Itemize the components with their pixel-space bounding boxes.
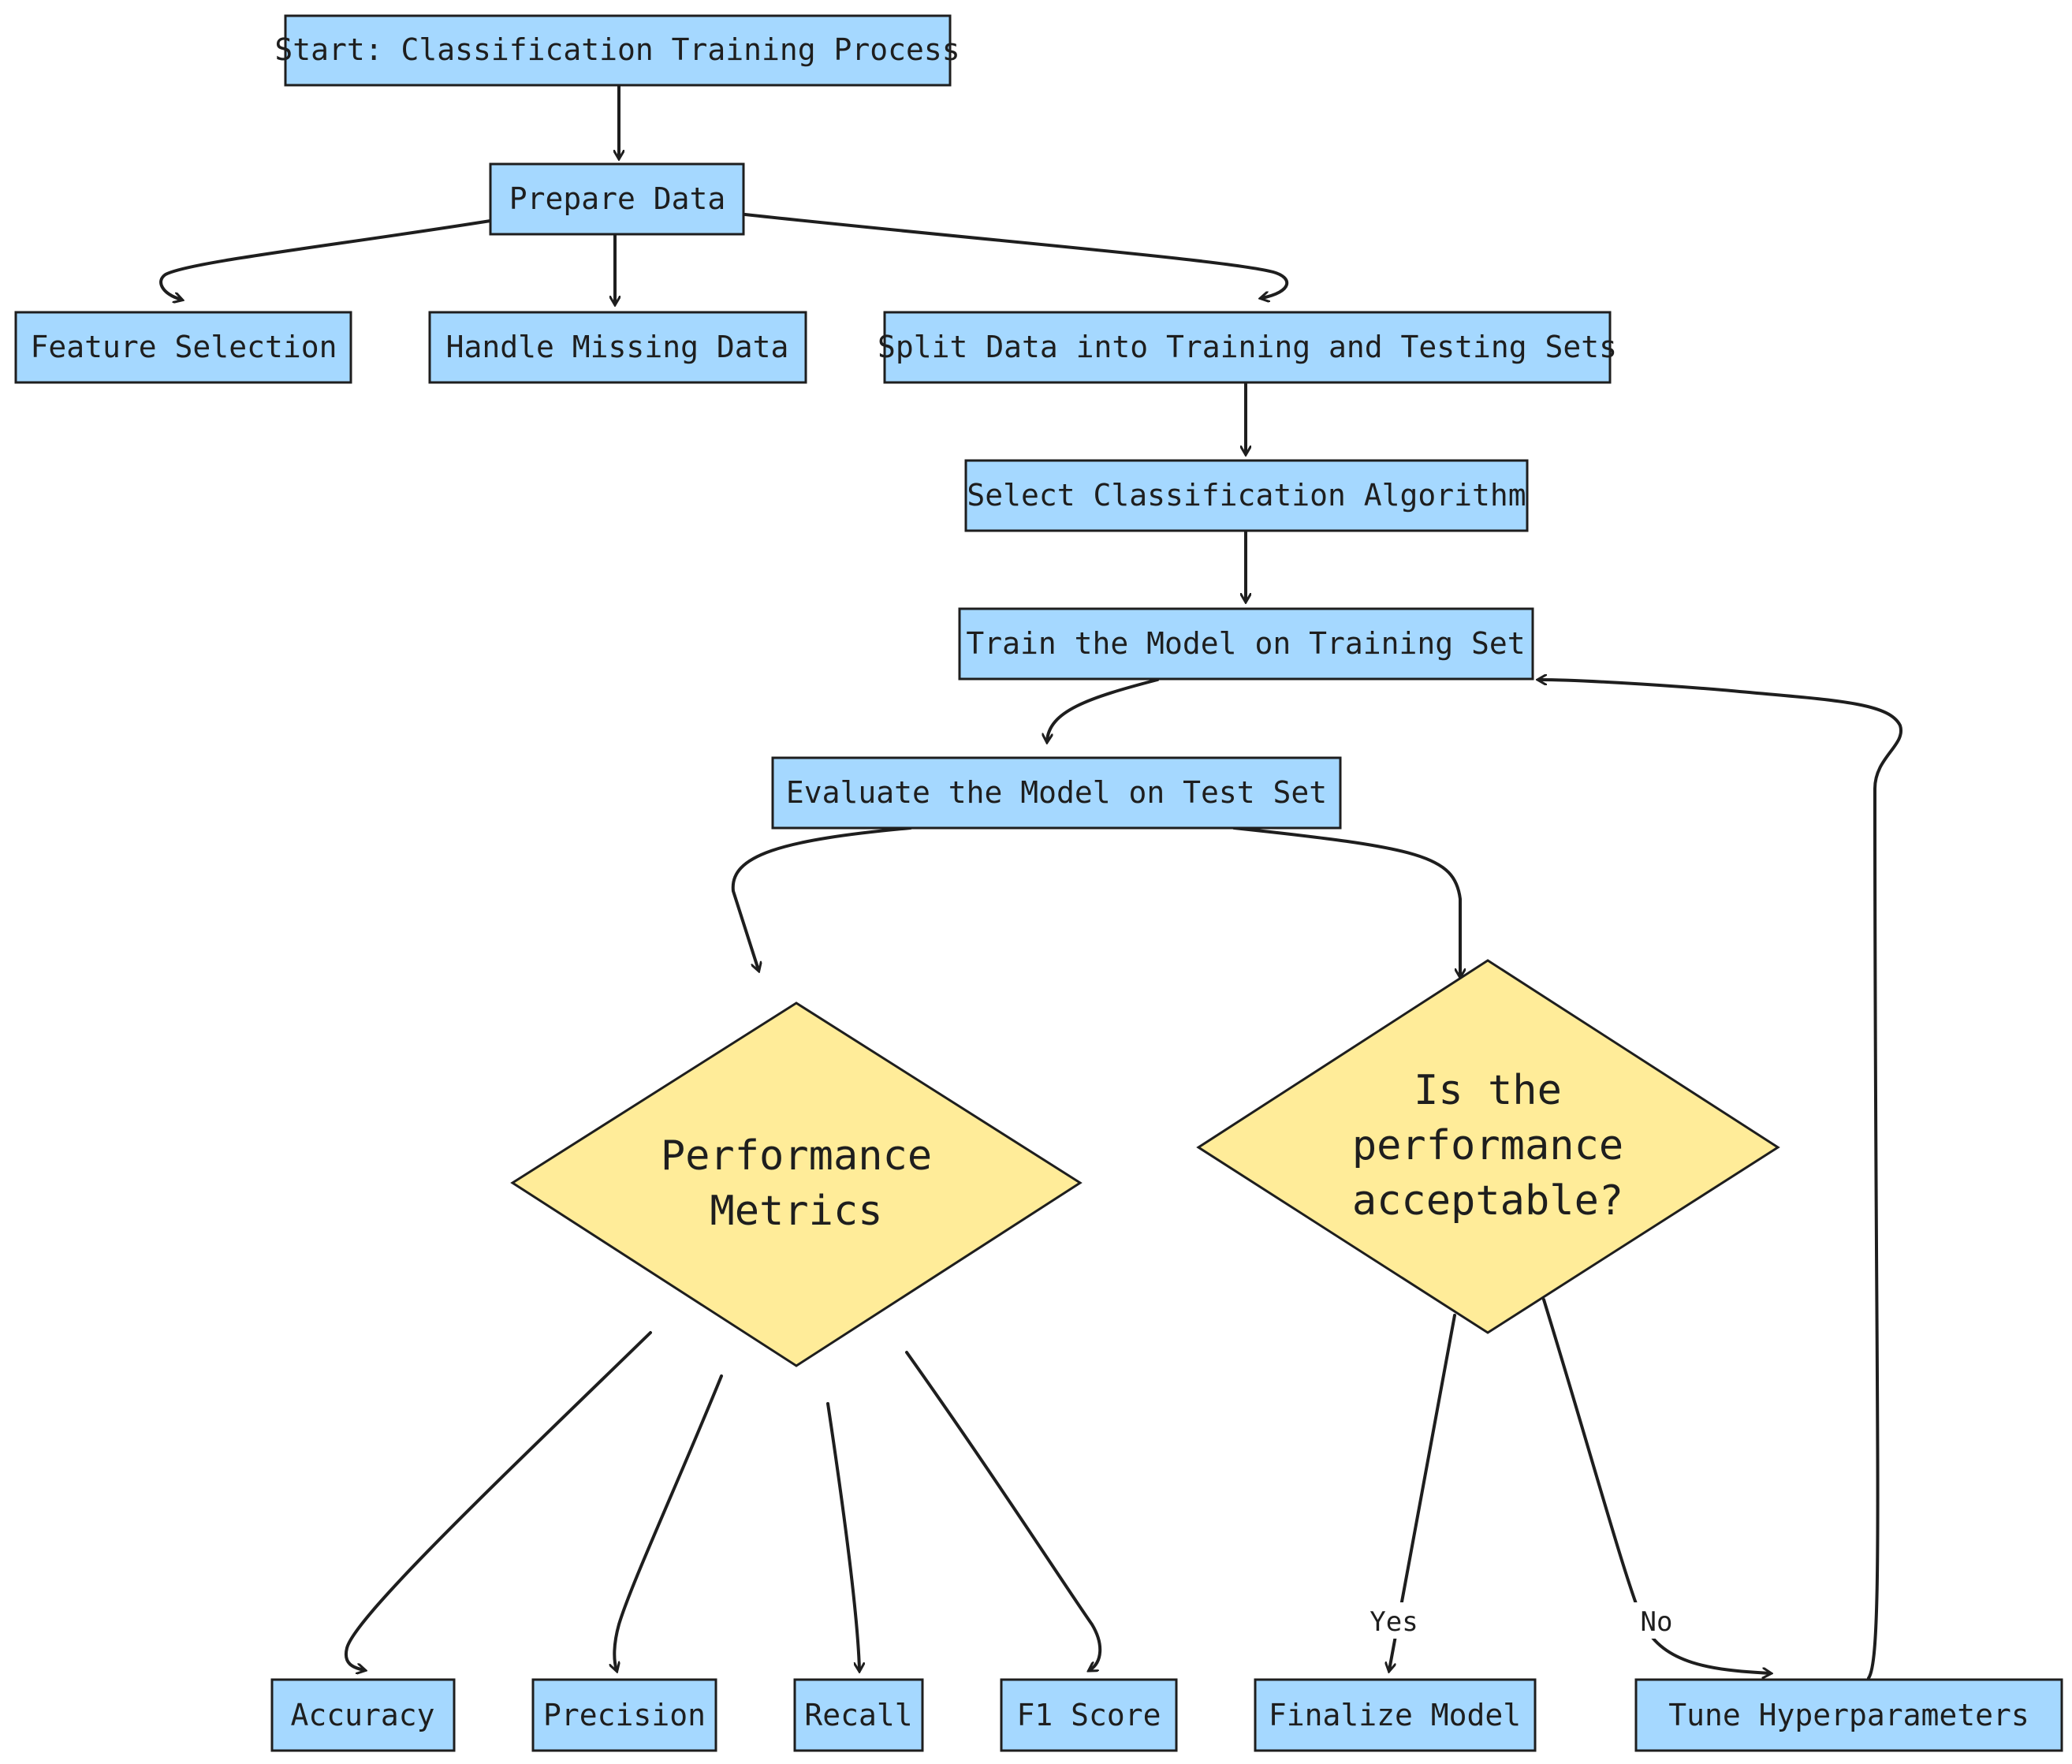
node-prepare-data-label: Prepare Data [509,181,726,216]
edge-metrics-recall [826,1402,859,1670]
edge-evaluate-decision [1232,826,1460,976]
edge-prepare-split [743,213,1289,298]
node-decision-acceptable-line-1: Is the [1414,1067,1562,1114]
node-tune-hyperparameters[interactable]: Tune Hyperparameters [1634,1678,2063,1752]
edge-metrics-accuracy [344,1331,652,1670]
node-precision-label: Precision [543,1698,706,1732]
node-evaluate-model[interactable]: Evaluate the Model on Test Set [771,756,1342,830]
node-split-data-label: Split Data into Training and Testing Set… [878,330,1617,364]
node-decision-acceptable[interactable]: Is the performance acceptable? [1196,959,1780,1334]
node-accuracy-label: Accuracy [290,1698,434,1732]
node-split-data[interactable]: Split Data into Training and Testing Set… [878,311,1617,384]
node-feature-selection[interactable]: Feature Selection [14,311,352,384]
node-decision-acceptable-line-3: acceptable? [1352,1177,1623,1225]
node-start[interactable]: Start: Classification Training Process [274,14,960,87]
edge-label-yes: Yes [1370,1606,1418,1638]
node-select-algorithm-label: Select Classification Algorithm [967,478,1526,513]
node-performance-metrics-line-1: Performance [661,1132,932,1180]
edge-label-no-bg [1632,1602,1681,1639]
node-finalize-model[interactable]: Finalize Model [1254,1678,1537,1752]
edge-metrics-precision [614,1374,723,1670]
node-accuracy[interactable]: Accuracy [270,1678,456,1752]
node-train-model[interactable]: Train the Model on Training Set [958,607,1534,681]
node-start-label: Start: Classification Training Process [274,32,960,67]
node-precision[interactable]: Precision [531,1678,717,1752]
edge-train-evaluate [1047,678,1159,741]
node-recall[interactable]: Recall [793,1678,924,1752]
node-finalize-model-label: Finalize Model [1269,1698,1521,1732]
node-train-model-label: Train the Model on Training Set [966,626,1525,661]
node-select-algorithm[interactable]: Select Classification Algorithm [964,459,1529,532]
node-performance-metrics-line-2: Metrics [710,1188,882,1235]
node-evaluate-model-label: Evaluate the Model on Test Set [786,775,1327,810]
edge-prepare-feature [159,219,492,300]
edge-label-no: No [1641,1606,1673,1638]
edge-label-yes-bg [1358,1602,1430,1639]
node-tune-hyperparameters-label: Tune Hyperparameters [1668,1698,2029,1732]
edges: Yes No [159,84,1903,1680]
node-decision-acceptable-line-2: performance [1352,1122,1623,1169]
node-recall-label: Recall [804,1698,912,1732]
node-prepare-data[interactable]: Prepare Data [489,162,745,236]
node-feature-selection-label: Feature Selection [31,330,337,364]
edge-tune-train [1539,680,1903,1680]
node-handle-missing-data-label: Handle Missing Data [446,330,789,364]
edge-metrics-f1 [905,1351,1102,1670]
node-f1-score[interactable]: F1 Score [1000,1678,1178,1752]
edge-evaluate-metrics [731,826,912,970]
node-handle-missing-data[interactable]: Handle Missing Data [428,311,807,384]
node-performance-metrics[interactable]: Performance Metrics [510,1001,1083,1367]
node-f1-score-label: F1 Score [1016,1698,1161,1732]
